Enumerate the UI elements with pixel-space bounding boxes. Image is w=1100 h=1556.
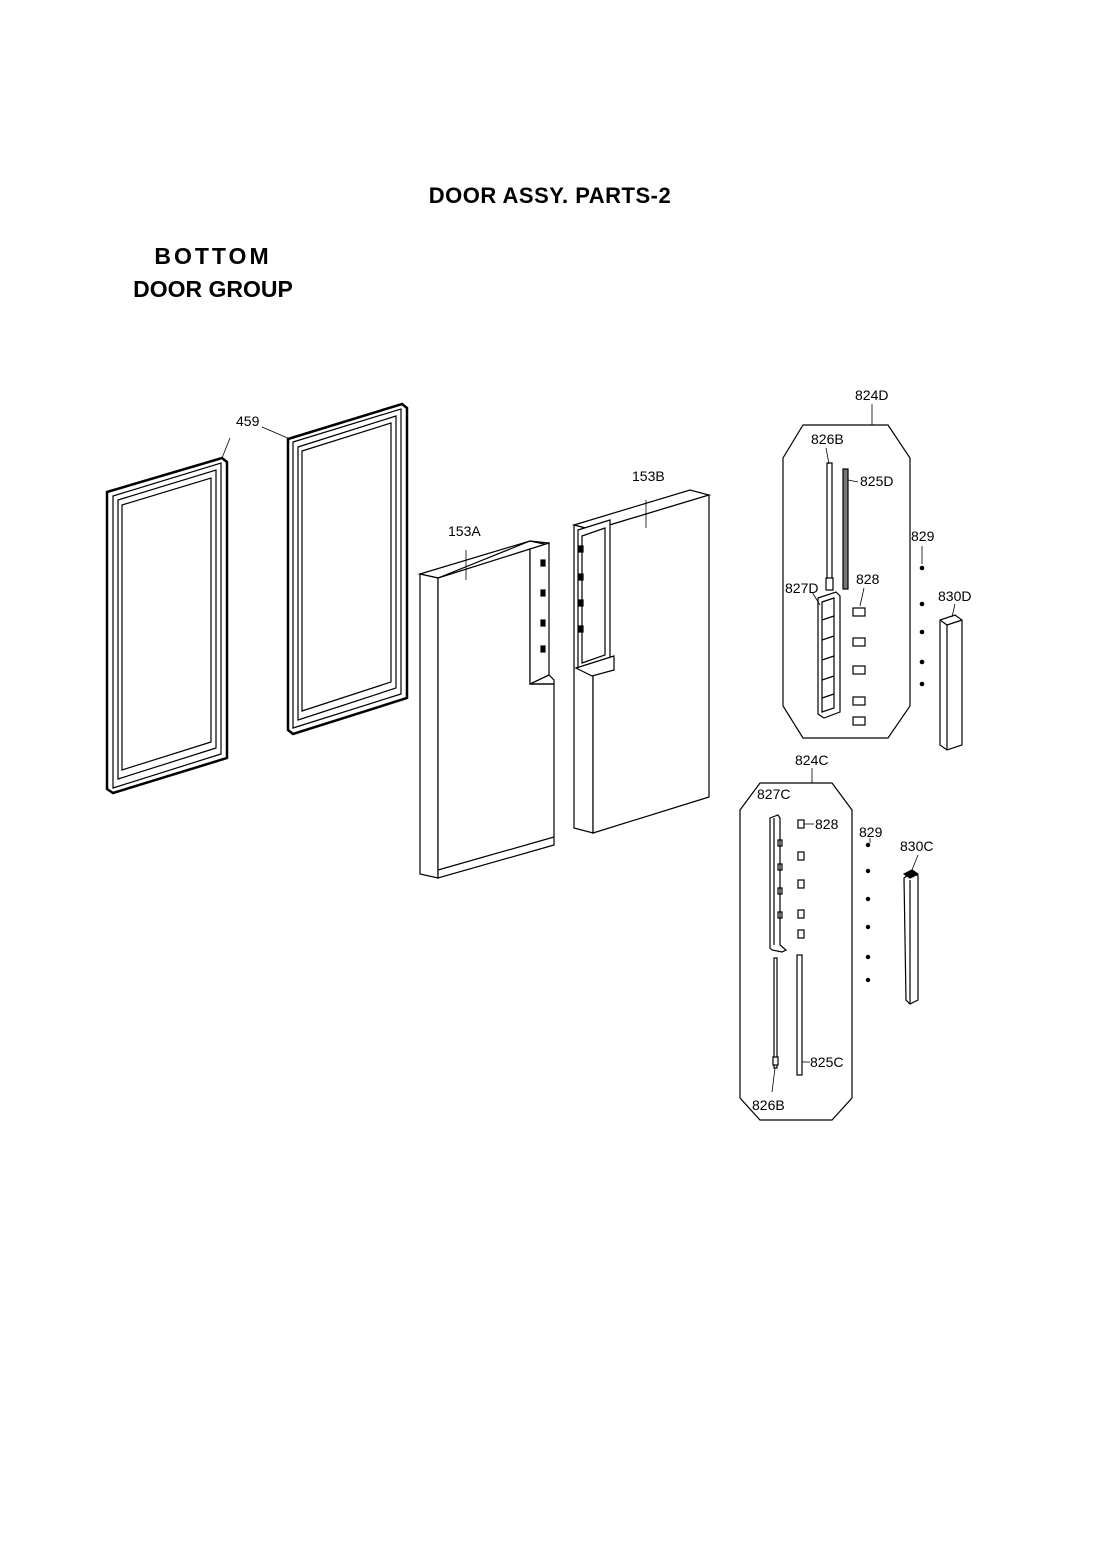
bracket-827c bbox=[769, 814, 788, 953]
clips-828-top bbox=[852, 607, 866, 726]
strip-825c bbox=[796, 954, 803, 1076]
label-825c: 825C bbox=[810, 1054, 843, 1070]
label-829-top: 829 bbox=[911, 528, 935, 544]
cover-830d bbox=[939, 614, 963, 751]
group-heading-line1: BOTTOM bbox=[154, 243, 272, 269]
label-826b-top: 826B bbox=[811, 431, 844, 447]
label-830c: 830C bbox=[900, 838, 933, 854]
assembly-824c-outline bbox=[739, 782, 853, 1121]
door-153b bbox=[571, 489, 712, 834]
gasket-back bbox=[286, 402, 409, 736]
screws-829-top bbox=[919, 565, 925, 687]
assembly-824d-outline bbox=[782, 424, 911, 739]
rail-826b-top bbox=[825, 462, 834, 591]
label-824c: 824C bbox=[795, 752, 828, 768]
label-827d: 827D bbox=[785, 580, 818, 596]
label-153a: 153A bbox=[448, 523, 481, 539]
label-827c: 827C bbox=[757, 786, 790, 802]
group-heading-line2: DOOR GROUP bbox=[133, 276, 293, 302]
label-829-bottom: 829 bbox=[859, 824, 883, 840]
gasket-front bbox=[105, 456, 229, 795]
door-153a bbox=[417, 540, 555, 879]
bracket-827d bbox=[817, 591, 841, 719]
label-459: 459 bbox=[236, 413, 260, 429]
strip-825d bbox=[842, 468, 849, 590]
cover-830c bbox=[902, 869, 920, 1005]
label-153b: 153B bbox=[632, 468, 665, 484]
label-826b-bottom: 826B bbox=[752, 1097, 785, 1113]
label-828-bottom: 828 bbox=[815, 816, 839, 832]
label-825d: 825D bbox=[860, 473, 893, 489]
screws-829-bottom bbox=[865, 842, 871, 983]
rail-826b-bottom bbox=[772, 957, 779, 1069]
label-824d: 824D bbox=[855, 387, 888, 403]
group-heading: BOTTOM DOOR GROUP bbox=[108, 240, 318, 306]
clips-828-bottom bbox=[797, 819, 805, 939]
label-828-top: 828 bbox=[856, 571, 880, 587]
label-830d: 830D bbox=[938, 588, 971, 604]
page-title: DOOR ASSY. PARTS-2 bbox=[428, 183, 672, 208]
